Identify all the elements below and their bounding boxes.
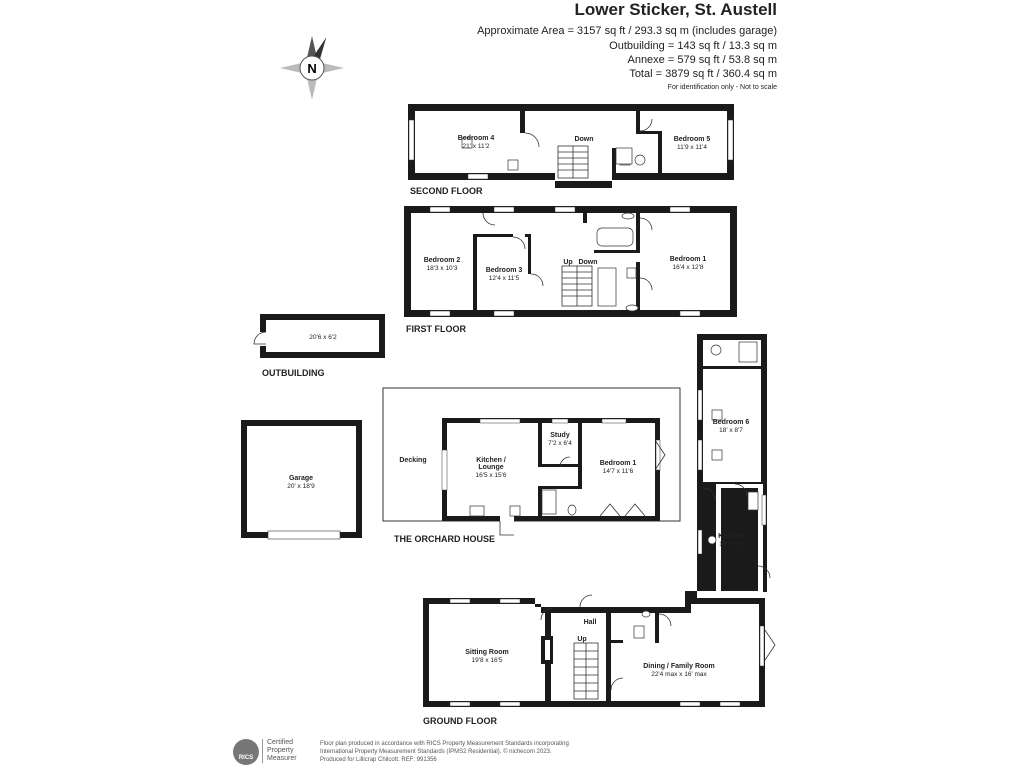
room-dims: 7'2 x 6'4	[548, 440, 572, 447]
stair-up-label: Up	[577, 636, 586, 643]
compass-icon: N	[280, 36, 344, 100]
outbuilding-dims: 20'6 x 6'2	[309, 334, 337, 341]
room-name: Bedroom 1	[600, 460, 637, 467]
room-dims: 16'4 x 12'8	[672, 264, 703, 271]
room-name: Kitchen /	[476, 457, 506, 464]
compass-letter: N	[307, 61, 316, 76]
room-name: Dining / Family Room	[643, 663, 715, 670]
room-dims: 16'5 x 15'6	[475, 472, 506, 479]
room-dims: 14'7 x 11'6	[603, 468, 634, 475]
annexe: Bedroom 6 18' x 8'7 Kitchen 18' x 9'6	[697, 334, 771, 592]
room-name: Bedroom 2	[424, 257, 461, 264]
room-name: Kitchen	[718, 533, 744, 540]
area-line-1: Approximate Area = 3157 sq ft / 293.3 sq…	[477, 25, 777, 37]
floor-label-outbuilding: OUTBUILDING	[262, 368, 325, 378]
footer-line: International Property Measurement Stand…	[320, 749, 552, 755]
room-dims: 21' x 11'2	[463, 143, 490, 150]
garage: Garage 20' x 18'9	[241, 420, 362, 540]
rics-badge: RICS Certified Property Measurer	[233, 738, 317, 766]
room-name-2: Lounge	[478, 464, 503, 471]
floor-label-second: SECOND FLOOR	[410, 186, 483, 196]
page-title: Lower Sticker, St. Austell	[574, 0, 778, 19]
footer-notes: Floor plan produced in accordance with R…	[320, 740, 580, 764]
area-line-2: Outbuilding = 143 sq ft / 13.3 sq m	[609, 40, 777, 52]
scale-note: For identification only - Not to scale	[667, 84, 777, 91]
second-floor: Bedroom 4 21' x 11'2 Bedroom 5 11'9 x 11…	[408, 104, 734, 196]
outbuilding: 20'6 x 6'2 OUTBUILDING	[253, 314, 385, 378]
stair-down-label: Down	[578, 259, 597, 266]
area-line-4: Total = 3879 sq ft / 360.4 sq m	[629, 68, 777, 80]
stair-label: Down	[574, 136, 593, 143]
floor-label-ground: GROUND FLOOR	[423, 716, 497, 726]
room-name: Study	[550, 432, 570, 439]
area-line-3: Annexe = 579 sq ft / 53.8 sq m	[627, 54, 777, 66]
room-dims: 20' x 18'9	[287, 483, 315, 490]
footer-line: Produced for Lillicrap Chilcott. REF: 99…	[320, 757, 437, 763]
room-name: Bedroom 4	[458, 135, 495, 142]
room-dims: 18' x 8'7	[719, 427, 743, 434]
room-name: Bedroom 3	[486, 267, 523, 274]
room-dims: 11'9 x 11'4	[677, 144, 707, 151]
rics-logo: RICS	[233, 739, 259, 765]
ground-floor: Sitting Room 19'8 x 16'5 Hall Dining / F…	[423, 591, 776, 726]
stair-up-label: Up	[563, 259, 572, 266]
rics-text: Certified Property Measurer	[262, 739, 297, 763]
room-name: Garage	[289, 475, 313, 482]
decking-label: Decking	[399, 457, 426, 464]
floor-label-first: FIRST FLOOR	[406, 324, 466, 334]
room-dims: 18' x 9'6	[719, 541, 743, 548]
room-name: Bedroom 1	[670, 256, 707, 263]
room-dims: 12'4 x 11'5	[489, 275, 520, 282]
room-dims: 19'8 x 16'5	[471, 657, 502, 664]
room-name: Bedroom 6	[713, 419, 750, 426]
footer-line: Floor plan produced in accordance with R…	[320, 741, 569, 747]
floor-label-orchard: THE ORCHARD HOUSE	[394, 534, 495, 544]
room-name: Sitting Room	[465, 649, 509, 656]
room-name: Bedroom 5	[674, 136, 711, 143]
orchard-house: Decking Kitchen / Lounge 16'5 x 15'6 Stu…	[382, 387, 681, 544]
room-dims: 18'3 x 10'3	[426, 265, 457, 272]
first-floor: Bedroom 2 18'3 x 10'3 Bedroom 3 12'4 x 1…	[404, 206, 737, 334]
room-name: Hall	[584, 619, 597, 626]
room-dims: 22'4 max x 16' max	[651, 671, 707, 678]
